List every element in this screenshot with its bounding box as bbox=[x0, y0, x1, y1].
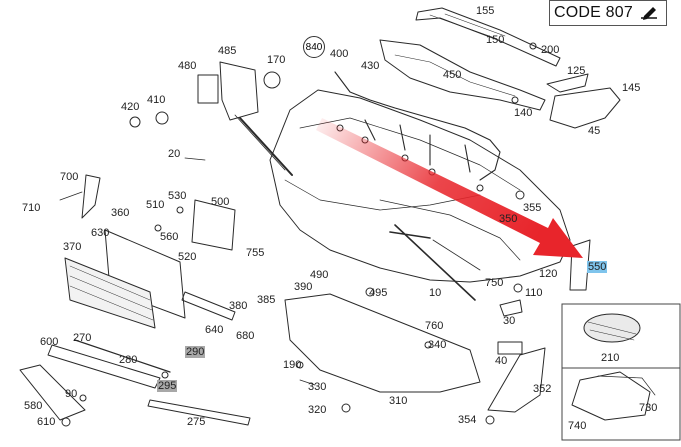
part-label-280: 280 bbox=[119, 354, 138, 366]
part-label-530: 530 bbox=[168, 190, 187, 202]
part-label-20: 20 bbox=[168, 148, 181, 160]
part-label-740: 740 bbox=[568, 420, 587, 432]
part-label-110: 110 bbox=[525, 287, 543, 299]
part-485-bracket bbox=[219, 61, 259, 121]
part-label-420: 420 bbox=[121, 101, 140, 113]
part-125-bracket bbox=[546, 73, 589, 93]
part-label-295: 295 bbox=[157, 380, 178, 392]
part-370-grille bbox=[64, 257, 156, 329]
part-label-354: 354 bbox=[458, 414, 477, 426]
part-275-molding bbox=[147, 399, 251, 426]
part-700-trim bbox=[81, 174, 101, 219]
part-label-155: 155 bbox=[476, 5, 495, 17]
part-270-molding bbox=[47, 344, 161, 389]
part-label-600: 600 bbox=[40, 336, 59, 348]
part-label-520: 520 bbox=[178, 251, 197, 263]
part-label-450: 450 bbox=[443, 69, 462, 81]
part-label-390: 390 bbox=[294, 281, 313, 293]
part-label-755: 755 bbox=[246, 247, 265, 259]
part-label-340: 340 bbox=[428, 339, 447, 351]
part-label-352: 352 bbox=[533, 383, 552, 395]
part-label-125: 125 bbox=[567, 65, 586, 77]
part-label-750: 750 bbox=[485, 277, 504, 289]
part-label-680: 680 bbox=[236, 330, 255, 342]
part-150-bar bbox=[415, 7, 561, 67]
part-label-120: 120 bbox=[539, 268, 558, 280]
part-label-320: 320 bbox=[308, 404, 327, 416]
part-label-495: 495 bbox=[369, 287, 388, 299]
part-label-30: 30 bbox=[503, 315, 516, 327]
part-label-485: 485 bbox=[218, 45, 237, 57]
part-450-reinforcement bbox=[379, 39, 546, 111]
part-label-290: 290 bbox=[185, 346, 206, 358]
part-label-210: 210 bbox=[601, 352, 620, 364]
part-label-580: 580 bbox=[24, 400, 43, 412]
part-label-170: 170 bbox=[267, 54, 286, 66]
part-label-710: 710 bbox=[22, 202, 41, 214]
part-630-grille-frame bbox=[104, 229, 186, 319]
part-label-700: 700 bbox=[60, 171, 79, 183]
part-550-bracket bbox=[569, 239, 591, 291]
inset-740 bbox=[561, 367, 681, 441]
part-label-370: 370 bbox=[63, 241, 82, 253]
callout-circle-840: 840 bbox=[303, 36, 325, 58]
part-label-410: 410 bbox=[147, 94, 166, 106]
part-label-510: 510 bbox=[146, 199, 165, 211]
code-badge-text: CODE 807 bbox=[554, 4, 633, 21]
red-direction-arrow bbox=[316, 118, 583, 258]
part-label-270: 270 bbox=[73, 332, 92, 344]
code-badge: CODE 807 bbox=[549, 0, 667, 26]
part-label-330: 330 bbox=[308, 381, 327, 393]
part-label-355: 355 bbox=[523, 202, 542, 214]
part-label-380: 380 bbox=[229, 300, 248, 312]
part-label-150: 150 bbox=[486, 34, 505, 46]
part-label-550: 550 bbox=[587, 261, 608, 273]
part-label-500: 500 bbox=[211, 196, 230, 208]
part-600-molding bbox=[19, 364, 86, 421]
pencil-edit-icon bbox=[640, 7, 657, 20]
part-label-310: 310 bbox=[389, 395, 408, 407]
part-label-610: 610 bbox=[37, 416, 56, 428]
part-label-140: 140 bbox=[514, 107, 533, 119]
part-label-760: 760 bbox=[425, 320, 444, 332]
part-label-640: 640 bbox=[205, 324, 224, 336]
part-label-145: 145 bbox=[622, 82, 641, 94]
part-label-430: 430 bbox=[361, 60, 380, 72]
part-label-90: 90 bbox=[65, 388, 78, 400]
part-label-200: 200 bbox=[541, 44, 560, 56]
part-label-385: 385 bbox=[257, 294, 276, 306]
part-label-45: 45 bbox=[588, 125, 601, 137]
part-500-plate bbox=[191, 199, 236, 251]
part-label-275: 275 bbox=[187, 416, 206, 428]
part-400-wiring bbox=[334, 71, 501, 181]
part-label-560: 560 bbox=[160, 231, 179, 243]
part-label-730: 730 bbox=[639, 402, 658, 414]
part-label-40: 40 bbox=[495, 355, 508, 367]
part-label-190: 190 bbox=[283, 359, 302, 371]
part-label-400: 400 bbox=[330, 48, 349, 60]
part-310-underpanel bbox=[284, 293, 481, 393]
part-label-350: 350 bbox=[499, 213, 518, 225]
part-label-10: 10 bbox=[429, 287, 442, 299]
part-label-490: 490 bbox=[310, 269, 329, 281]
part-label-360: 360 bbox=[111, 207, 130, 219]
part-label-630: 630 bbox=[91, 227, 110, 239]
part-45-bracket bbox=[549, 87, 621, 129]
part-label-480: 480 bbox=[178, 60, 197, 72]
